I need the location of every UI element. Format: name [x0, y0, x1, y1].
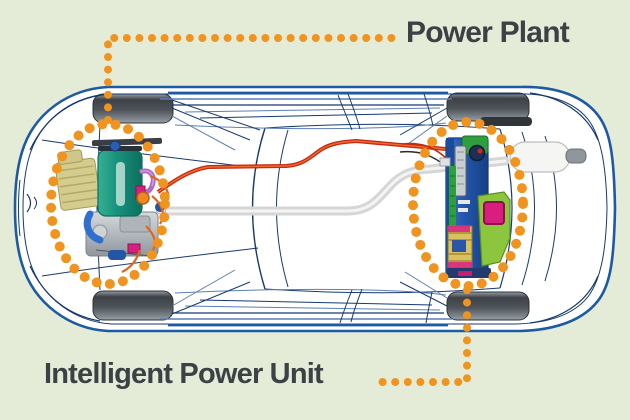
power-plant-highlight-circle — [46, 119, 170, 289]
ipu-capacitor-stack — [447, 225, 473, 269]
ipu-assembly — [439, 117, 532, 278]
front-right-tire — [92, 290, 174, 321]
power-plant-leader-line — [104, 34, 402, 124]
muffler — [509, 141, 571, 173]
ipu-leader-line — [376, 286, 471, 386]
intelligent-power-unit-label: Intelligent Power Unit — [44, 358, 324, 390]
ipu-highlight-circle — [408, 117, 528, 291]
engine-assembly — [54, 137, 170, 273]
power-plant-label: Power Plant — [406, 16, 570, 49]
rear-right-tire — [446, 291, 530, 321]
rear-left-tire — [446, 92, 530, 122]
engine-oil-cap — [109, 140, 121, 152]
tailpipe — [565, 148, 587, 164]
callout-dots — [46, 34, 528, 386]
